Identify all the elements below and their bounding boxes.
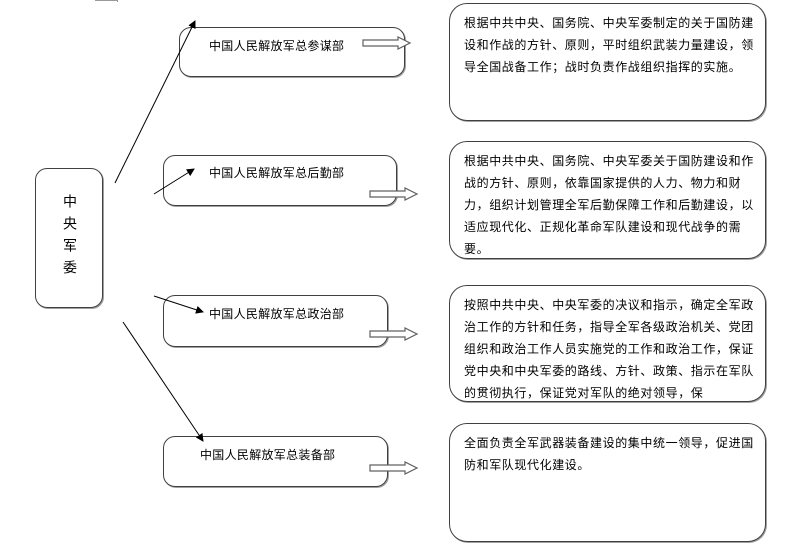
dept-label-logistics: 中国人民解放军总后勤部 [209,166,345,180]
root-label: 中央军委 [61,194,77,282]
desc-box-logistics: 根据中共中央、国务院、中央军委关于国防建设和作战的方针、原则，依靠国家提供的人力… [449,141,766,259]
desc-text-political: 按照中共中央、中央军委的决议和指示，确定全军政治工作的方针和任务，指导全军各级政… [464,298,754,400]
dept-box-logistics [163,155,397,206]
desc-text-logistics: 根据中共中央、国务院、中央军委关于国防建设和作战的方针、原则，依靠国家提供的人力… [464,154,754,256]
top-edge-mark [95,0,118,1]
root-node-central-military-commission: 中央军委 [35,168,103,308]
dept-box-general-staff [179,27,405,77]
dept-label-political: 中国人民解放军总政治部 [209,307,345,321]
top-edge-mark-tick [117,0,118,2]
dept-label-equipment: 中国人民解放军总装备部 [200,448,336,462]
desc-box-political: 按照中共中央、中央军委的决议和指示，确定全军政治工作的方针和任务，指导全军各级政… [449,285,766,402]
dept-label-general-staff: 中国人民解放军总参谋部 [209,39,345,53]
dept-box-equipment [163,436,388,487]
desc-text-general-staff: 根据中共中央、国务院、中央军委制定的关于国防建设和作战的方针、原则，平时组织武装… [464,16,754,74]
desc-box-general-staff: 根据中共中央、国务院、中央军委制定的关于国防建设和作战的方针、原则，平时组织武装… [449,3,766,121]
desc-text-equipment: 全面负责全军武器装备建设的集中统一领导，促进国防和军队现代化建设。 [464,436,754,472]
desc-box-equipment: 全面负责全军武器装备建设的集中统一领导，促进国防和军队现代化建设。 [449,423,766,542]
